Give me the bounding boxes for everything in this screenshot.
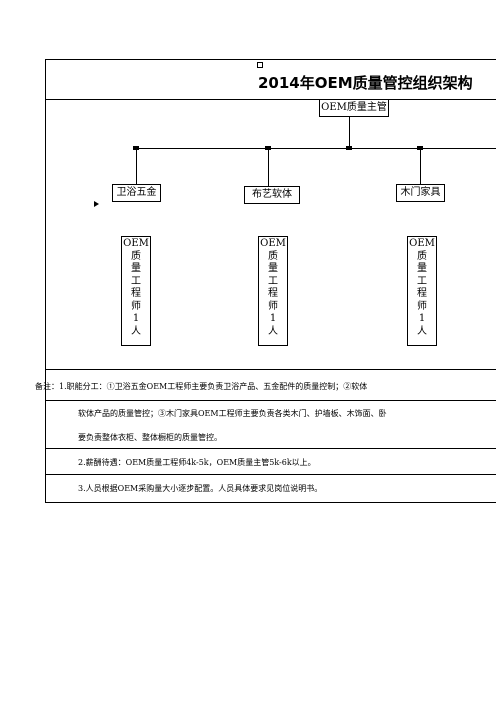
engineer-text: 质 bbox=[268, 250, 278, 262]
org-chart-sheet bbox=[45, 59, 496, 503]
triangle-pointer-icon bbox=[94, 201, 99, 207]
engineer-text: 量 bbox=[131, 263, 141, 274]
branch-1-connector bbox=[136, 148, 137, 184]
engineer-text: OEM bbox=[260, 238, 286, 249]
note-line-4: 2.薪酬待遇：OEM质量工程师4k-5k，OEM质量主管5k-6k以上。 bbox=[78, 458, 316, 467]
note-line-2: 软体产品的质量管控；③木门家具OEM工程师主要负责各类木门、护墙板、木饰面、卧 bbox=[78, 409, 387, 418]
branch-3-connector bbox=[420, 148, 421, 184]
note-line-3: 要负责整体衣柜、整体橱柜的质量管控。 bbox=[78, 433, 222, 442]
engineer-text: 师 bbox=[417, 300, 427, 312]
title-row-border bbox=[45, 99, 496, 100]
engineer-text: 质 bbox=[417, 250, 427, 262]
arrow-tip-1 bbox=[133, 146, 139, 150]
engineer-text: OEM bbox=[409, 238, 435, 249]
sheet-top-border bbox=[45, 59, 496, 60]
page-title: 2014年OEM质量管控组织架构 bbox=[258, 74, 473, 92]
branch-2-connector bbox=[268, 148, 269, 186]
note-line-5: 3.人员根据OEM采购量大小逐步配置。人员具体要求见岗位说明书。 bbox=[78, 484, 323, 493]
arrow-tip-3 bbox=[417, 146, 423, 150]
note-row-border-2 bbox=[45, 448, 496, 449]
engineer-text: 工 bbox=[417, 275, 427, 287]
engineer-text: 人 bbox=[417, 325, 427, 337]
arrow-tip-head bbox=[346, 146, 352, 150]
engineer-text: 师 bbox=[268, 300, 278, 312]
head-connector bbox=[349, 117, 350, 148]
engineer-text: 量 bbox=[417, 263, 427, 274]
engineer-box-bathroom: OEM 质 量 工 程 师 1 人 bbox=[121, 236, 151, 346]
chart-row-border bbox=[45, 369, 496, 370]
dept-box-fabric: 布艺软体 bbox=[244, 186, 300, 204]
engineer-text: 程 bbox=[268, 288, 278, 299]
engineer-text: 工 bbox=[131, 275, 141, 287]
engineer-text: 1 bbox=[418, 313, 426, 324]
engineer-text: 人 bbox=[131, 325, 141, 337]
dept-box-woodwork: 木门家具 bbox=[396, 184, 445, 202]
engineer-text: 1 bbox=[132, 313, 140, 324]
dept-box-bathroom: 卫浴五金 bbox=[112, 184, 161, 202]
sheet-bottom-border bbox=[45, 502, 496, 503]
engineer-text: 量 bbox=[268, 263, 278, 274]
engineer-box-fabric: OEM 质 量 工 程 师 1 人 bbox=[258, 236, 288, 346]
engineer-text: 1 bbox=[269, 313, 277, 324]
engineer-text: 人 bbox=[268, 325, 278, 337]
engineer-box-woodwork: OEM 质 量 工 程 师 1 人 bbox=[407, 236, 437, 346]
note-line-1: 备注：1.职能分工：①卫浴五金OEM工程师主要负责卫浴产品、五金配件的质量控制；… bbox=[35, 382, 368, 391]
head-box: OEM质量主管 bbox=[319, 99, 389, 117]
engineer-text: 程 bbox=[131, 288, 141, 299]
engineer-text: 质 bbox=[131, 250, 141, 262]
arrow-tip-2 bbox=[265, 146, 271, 150]
engineer-text: 工 bbox=[268, 275, 278, 287]
engineer-text: OEM bbox=[123, 238, 149, 249]
note-row-border-3 bbox=[45, 474, 496, 475]
small-square-icon bbox=[257, 62, 263, 68]
engineer-text: 程 bbox=[417, 288, 427, 299]
engineer-text: 师 bbox=[131, 300, 141, 312]
branch-bus bbox=[136, 148, 496, 149]
note-row-border-1 bbox=[45, 400, 496, 401]
